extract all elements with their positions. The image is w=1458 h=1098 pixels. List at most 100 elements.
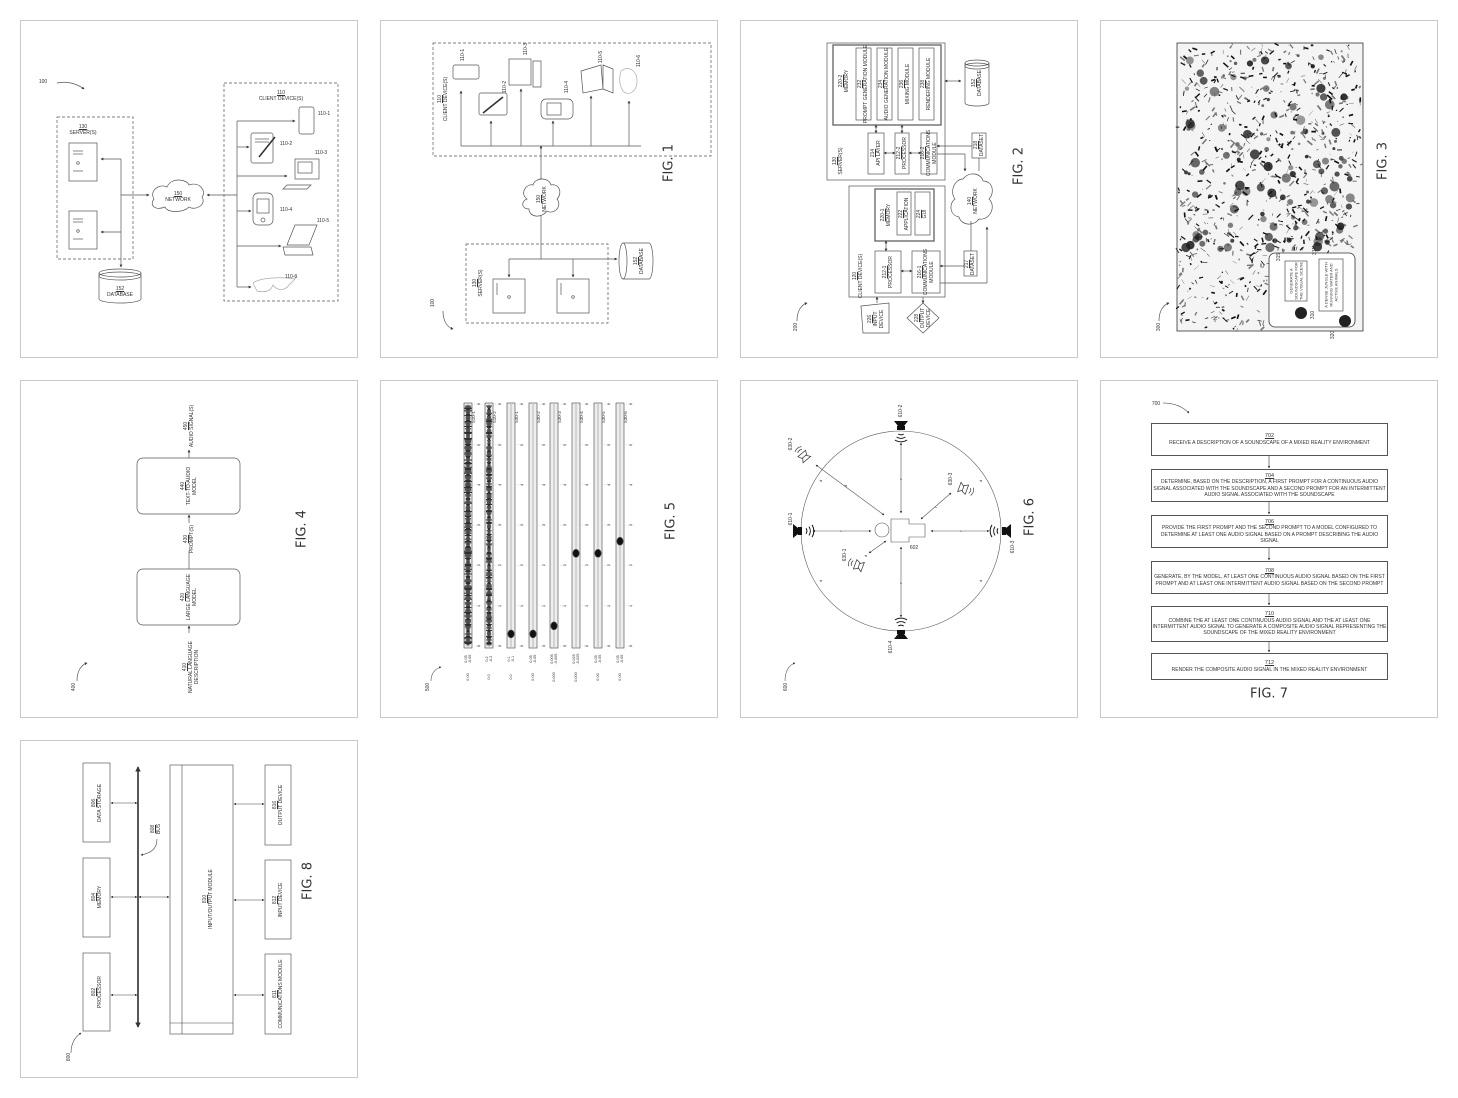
step-number: 710 — [1264, 611, 1275, 618]
step-number: 706 — [1264, 518, 1275, 525]
track-scale-label: 0.00 — [618, 673, 622, 681]
track-label: 530-4 — [579, 411, 584, 423]
sound-source-label: 630-3 — [948, 472, 954, 486]
time-tick-label: 4 — [497, 483, 502, 486]
network-cloud-icon — [151, 179, 204, 212]
time-tick-label: 1 — [519, 604, 524, 607]
network-label: 140 NETWORK — [967, 188, 979, 214]
database-label: 152 DATABASE — [633, 248, 645, 274]
track-scale-label: 0.00 — [531, 673, 535, 681]
servers-group-box — [465, 243, 609, 324]
response-ref: 311 — [1312, 247, 1318, 255]
thumbnail-fig-4[interactable]: 410 NATURAL LANGUAGE DESCRIPTION 420 LAR… — [20, 380, 358, 718]
thumbnail-fig-3[interactable]: GENERATE A SOUNDSCAPE FOR THE VISUAL SCE… — [1100, 20, 1438, 358]
thumbnail-fig-1-portrait[interactable]: 100 130 SERVER(S) 150 NETWORK 152 DATABA… — [20, 20, 358, 358]
server-icon — [492, 278, 526, 314]
step-number: 708 — [1264, 568, 1275, 575]
thumbnail-fig-1[interactable]: 100 110 CLIENT DEVICE(S) 110-1 110-2 110… — [380, 20, 718, 358]
data-storage-box — [82, 762, 111, 843]
text-to-audio-box — [136, 457, 241, 515]
flowchart — [1162, 402, 1271, 653]
time-tick-label: 6 — [497, 403, 502, 406]
step-text: COMBINE THE AT LEAST ONE CONTINUOUS AUDI… — [1152, 617, 1387, 637]
track-label: 530-1 — [514, 411, 519, 423]
time-tick-label: 3 — [519, 523, 524, 527]
processor-box — [82, 952, 111, 1032]
time-tick-label: 6 — [476, 403, 481, 406]
time-tick-label: 5 — [541, 443, 546, 446]
time-tick-label: 1 — [562, 604, 567, 607]
step-number: 704 — [1264, 472, 1275, 479]
waveform-track — [549, 402, 568, 649]
rendering-module-label: 238 RENDERING MODULE — [920, 57, 932, 111]
track-scale-label: 0.00 — [596, 673, 600, 681]
waveform-track — [528, 402, 547, 649]
time-tick-label: 1 — [628, 604, 633, 607]
input-device-shape — [860, 302, 890, 334]
waveform-track — [484, 402, 503, 649]
smart-glasses-icon — [252, 274, 298, 293]
waveform-track — [571, 402, 590, 649]
figure-reference-number: 200 — [793, 322, 799, 332]
figure-label: FIG. 8 — [300, 862, 316, 900]
time-tick-label: 1 — [497, 604, 502, 607]
waveform-track — [463, 402, 482, 649]
time-tick-label: 3 — [476, 523, 481, 527]
speaker-label: 610-3 — [1010, 540, 1016, 554]
communications-module-box — [264, 953, 292, 1035]
speaker-icon — [989, 524, 1011, 538]
time-tick-label: 4 — [541, 483, 546, 486]
communications-module-label: 811 COMMUNICATIONS MODULE — [272, 959, 284, 1029]
bus-label: 808 BUS — [150, 823, 162, 835]
figure-label: FIG. 5 — [663, 502, 679, 540]
prompt-generation-module-label: 232 PROMPT GENERATION MODULE — [857, 44, 869, 124]
output-device-label: 228 OUTPUT DEVICE — [914, 307, 932, 329]
bell-sound-source-icon — [848, 558, 865, 573]
device-label: 110-3 — [523, 42, 529, 56]
io-module-box — [169, 764, 234, 1035]
thumbnail-fig-8[interactable]: 806 DATA STORAGE 804 MEMORY 802 PROCESSO… — [20, 740, 358, 1078]
track-scale-label: -0.2 — [489, 655, 493, 663]
time-tick-label: 6 — [628, 403, 633, 406]
user-ref: 310 — [1310, 310, 1316, 320]
step-number: 712 — [1264, 660, 1275, 667]
thumbnail-fig-2[interactable]: 130 SERVER(S) 220-2 MEMORY 232 PROMPT GE… — [740, 20, 1078, 358]
time-tick-label: 5 — [497, 443, 502, 446]
track-scale-label: -0.05 — [533, 654, 537, 664]
track-label: 530-2 — [536, 411, 541, 423]
time-tick-label: 0 — [497, 644, 502, 648]
time-tick-label: 4 — [584, 483, 589, 486]
user-ref: 602 — [909, 545, 919, 551]
client-communications-module-label: 216-1 COMMUNICATIONS MODULE — [917, 248, 935, 296]
time-tick-label: 6 — [562, 403, 567, 406]
device-label: 110-4 — [564, 80, 570, 94]
time-tick-label: 4 — [562, 483, 567, 486]
assistant-ref: 320 — [1330, 330, 1336, 340]
time-tick-label: 0 — [541, 644, 546, 648]
figure-reference-number: 800 — [66, 1052, 72, 1062]
time-tick-label: 3 — [628, 523, 633, 527]
track-scale-label: -0.005 — [554, 653, 558, 665]
device-label: 110-6 — [284, 274, 298, 280]
network-label: 150 NETWORK — [165, 191, 191, 203]
time-tick-label: 0 — [476, 644, 481, 648]
network-label: 150 NETWORK — [536, 186, 548, 212]
track-scale-label: 0.0 — [509, 674, 513, 680]
database-icon — [964, 59, 990, 107]
radius-label: r — [898, 582, 903, 584]
time-tick-label: 4 — [519, 483, 524, 486]
distance-label: d — [843, 484, 848, 488]
client-device-label: 120 CLIENT DEVICE(S) — [852, 253, 864, 299]
audio-generation-module-label: 234 AUDIO GENERATION MODULE — [878, 47, 890, 121]
time-tick-label: 5 — [606, 443, 611, 446]
client-memory-label: 220-1 MEMORY — [880, 203, 892, 227]
figure-label: FIG. 6 — [1022, 498, 1038, 536]
audio-signals-label: 450 AUDIO SIGNAL(S) — [183, 404, 195, 448]
time-tick-label: 3 — [606, 523, 611, 527]
server-icon — [556, 278, 590, 314]
